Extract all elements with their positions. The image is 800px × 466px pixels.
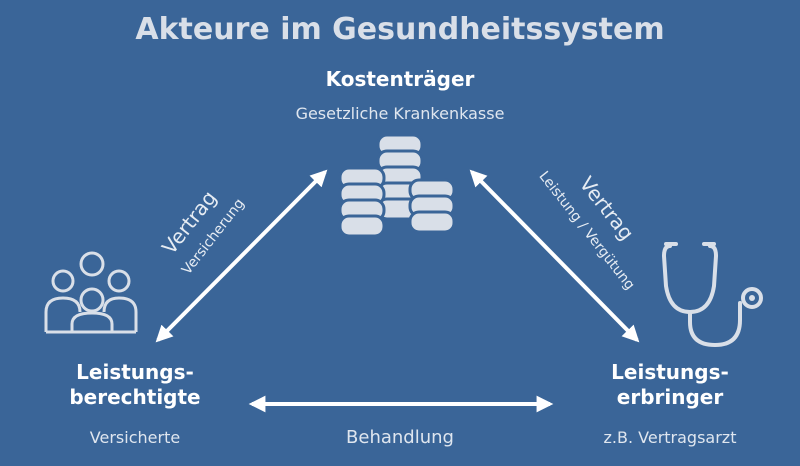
right-node-title-line1: Leistungs-: [611, 360, 729, 384]
right-node-title-line2: erbringer: [616, 385, 724, 409]
top-node-title: Kostenträger: [325, 67, 475, 91]
right-node-subtitle: z.B. Vertragsarzt: [603, 428, 737, 447]
right-arrow: [469, 169, 640, 343]
left-arrow: [155, 169, 328, 343]
bottom-edge-label: Behandlung: [346, 427, 454, 448]
left-node-title-line2: berechtigte: [69, 385, 201, 409]
stethoscope-icon: [661, 242, 763, 348]
left-node-title-line1: Leistungs-: [76, 360, 194, 384]
group-of-people-icon: [44, 251, 138, 334]
top-node-subtitle: Gesetzliche Krankenkasse: [295, 104, 505, 123]
diagram-title: Akteure im Gesundheitssystem: [135, 12, 665, 47]
left-node-subtitle: Versicherte: [89, 428, 181, 447]
right-node-title: Leistungs- erbringer: [570, 360, 770, 410]
left-node-title: Leistungs- berechtigte: [40, 360, 230, 410]
coins-icon: [338, 133, 456, 238]
